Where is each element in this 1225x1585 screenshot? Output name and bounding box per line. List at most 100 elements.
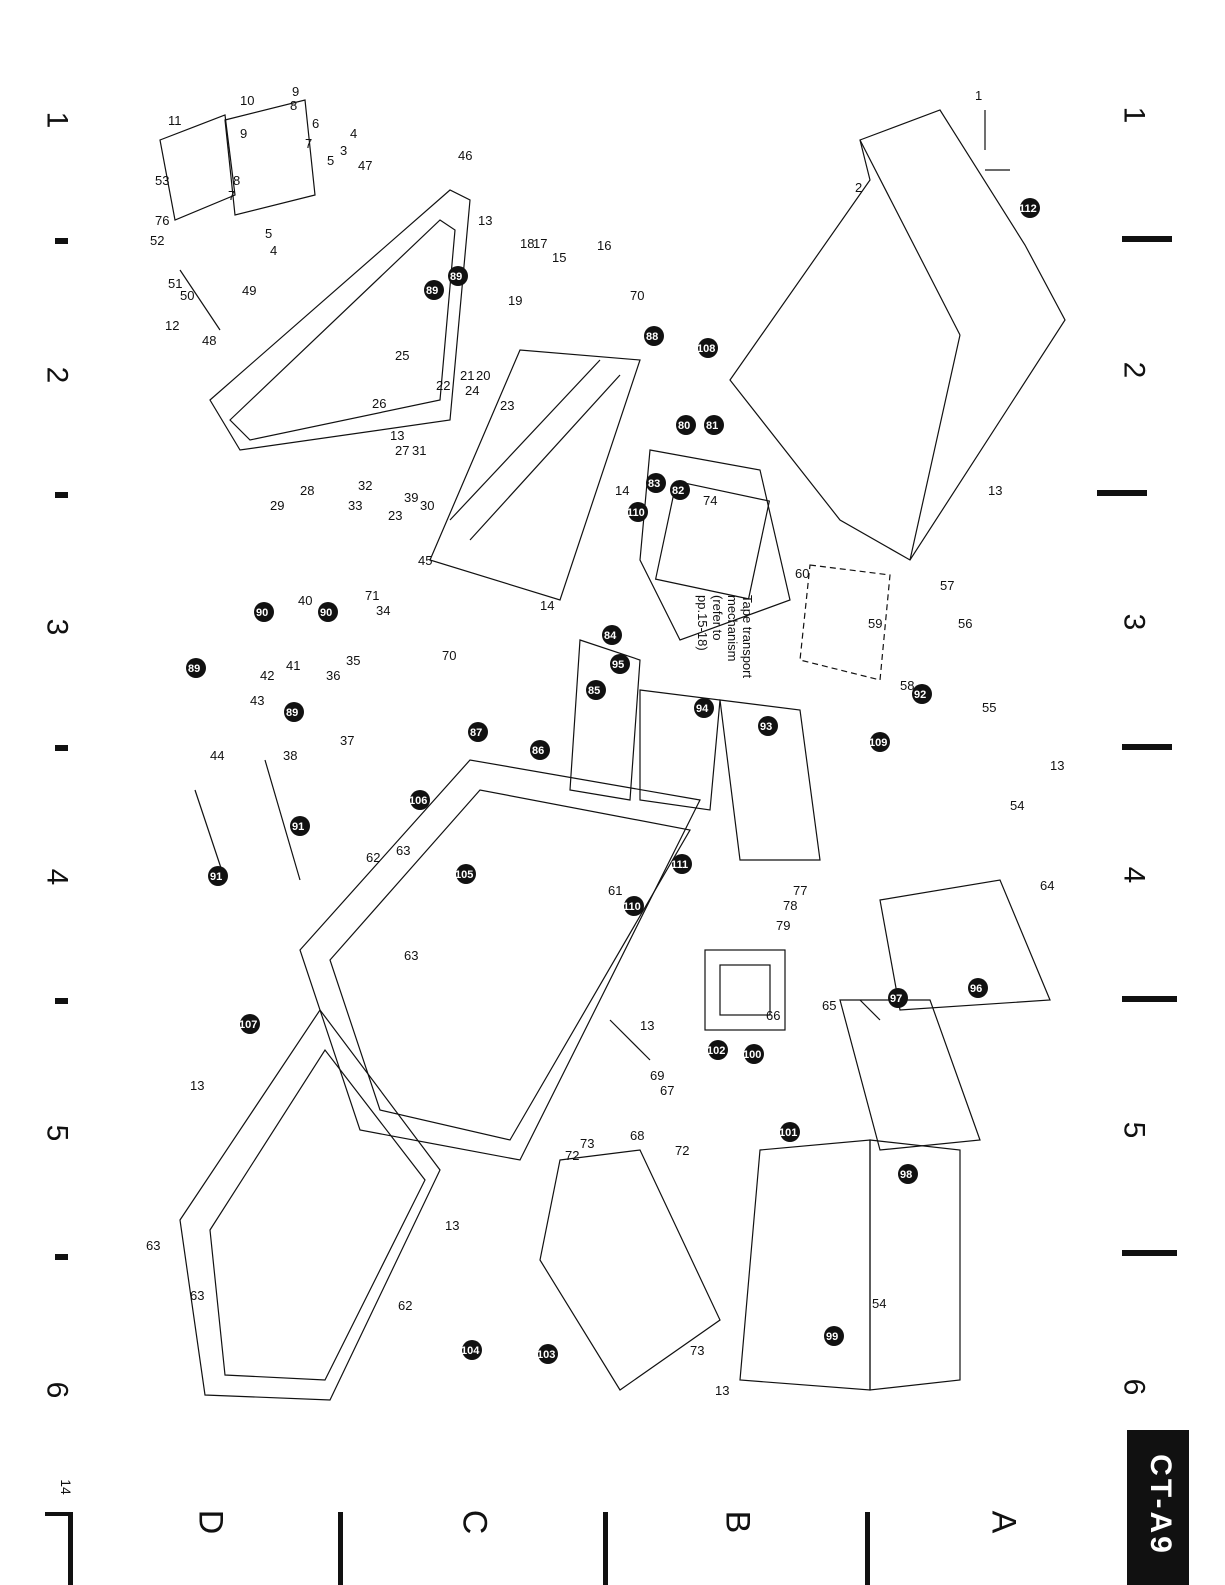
label-69: 69 — [650, 1068, 664, 1083]
label-31: 31 — [412, 443, 426, 458]
svg-text:84: 84 — [604, 630, 617, 642]
callout-98: 98 — [898, 1164, 918, 1184]
svg-text:85: 85 — [588, 685, 600, 697]
label-25: 25 — [395, 348, 409, 363]
svg-text:110: 110 — [627, 507, 645, 519]
callout-95: 95 — [610, 654, 630, 674]
callout-89b: 89 — [424, 280, 444, 300]
callout-96: 96 — [968, 978, 988, 998]
label-26: 26 — [372, 396, 386, 411]
callout-89d: 89 — [284, 702, 304, 722]
callout-105: 105 — [455, 864, 476, 884]
label-21: 21 — [460, 368, 474, 383]
label-7a: 7 — [305, 136, 312, 151]
svg-text:99: 99 — [826, 1331, 838, 1343]
label-77: 77 — [793, 883, 807, 898]
label-4a: 4 — [350, 126, 357, 141]
part-number-labels: 1 2 3 4 4 5 5 6 7 7 8 8 9 9 10 11 12 13 … — [146, 84, 1064, 1398]
callout-91b: 91 — [208, 866, 228, 886]
callout-109: 109 — [869, 732, 890, 752]
label-24: 24 — [465, 383, 479, 398]
label-51: 51 — [168, 276, 182, 291]
label-13b: 13 — [988, 483, 1002, 498]
tape-mechanism-body — [654, 480, 771, 600]
label-61: 61 — [608, 883, 622, 898]
front-panel-outline — [209, 189, 471, 451]
svg-text:105: 105 — [455, 869, 473, 881]
part-outlines — [159, 99, 1066, 1401]
main-chassis-inner — [329, 789, 691, 1141]
label-62b: 62 — [398, 1298, 412, 1313]
label-62a: 62 — [366, 850, 380, 865]
label-13a: 13 — [478, 213, 492, 228]
label-13h: 13 — [715, 1383, 729, 1398]
top-cover-outline — [729, 109, 1066, 561]
tick-left-2 — [55, 492, 68, 498]
label-2: 2 — [855, 180, 862, 195]
label-12: 12 — [165, 318, 179, 333]
board-99-outline — [739, 1139, 871, 1391]
svg-text:89: 89 — [426, 285, 438, 297]
label-14a: 14 — [615, 483, 629, 498]
tick-left-5 — [55, 1254, 68, 1260]
label-23a: 23 — [500, 398, 514, 413]
label-38: 38 — [283, 748, 297, 763]
svg-text:107: 107 — [239, 1019, 257, 1031]
label-46: 46 — [458, 148, 472, 163]
tick-bottom-1 — [338, 1512, 343, 1585]
label-63b: 63 — [404, 948, 418, 963]
label-19: 19 — [508, 293, 522, 308]
svg-text:98: 98 — [900, 1169, 912, 1181]
svg-text:103: 103 — [537, 1349, 555, 1361]
callout-103: 103 — [537, 1344, 558, 1364]
label-50: 50 — [180, 288, 194, 303]
model-tab: CT-A9 — [1127, 1430, 1189, 1585]
label-53: 53 — [155, 173, 169, 188]
callout-94: 94 — [694, 698, 714, 718]
svg-text:104: 104 — [461, 1345, 480, 1357]
label-54b: 54 — [872, 1296, 886, 1311]
label-43: 43 — [250, 693, 264, 708]
label-27: 27 — [395, 443, 409, 458]
callout-92: 92 — [912, 684, 932, 704]
label-13f: 13 — [190, 1078, 204, 1093]
label-9b: 9 — [240, 126, 247, 141]
label-23b: 23 — [388, 508, 402, 523]
callout-101: 101 — [779, 1122, 800, 1142]
label-71: 71 — [365, 588, 379, 603]
label-35: 35 — [346, 653, 360, 668]
svg-text:110: 110 — [623, 901, 641, 913]
svg-text:93: 93 — [760, 721, 772, 733]
svg-text:87: 87 — [470, 727, 482, 739]
callout-89a: 89 — [448, 266, 468, 286]
svg-text:83: 83 — [648, 478, 660, 490]
label-60: 60 — [795, 566, 809, 581]
label-34: 34 — [376, 603, 390, 618]
label-30: 30 — [420, 498, 434, 513]
svg-text:82: 82 — [672, 485, 684, 497]
tick-left-4 — [55, 998, 68, 1004]
svg-text:101: 101 — [779, 1127, 797, 1139]
top-cover-fold — [859, 139, 961, 336]
svg-text:106: 106 — [409, 795, 427, 807]
front-panel-inner — [229, 219, 456, 441]
callout-104: 104 — [461, 1340, 482, 1360]
label-68: 68 — [630, 1128, 644, 1143]
board-95-outline — [569, 639, 641, 801]
svg-text:96: 96 — [970, 983, 982, 995]
svg-text:89: 89 — [188, 663, 200, 675]
label-65: 65 — [822, 998, 836, 1013]
svg-text:89: 89 — [286, 707, 298, 719]
callout-112: 112 — [1019, 198, 1040, 218]
label-72b: 72 — [565, 1148, 579, 1163]
callout-80: 80 — [676, 415, 696, 435]
shaft-12 — [179, 269, 221, 331]
label-17: 17 — [533, 236, 547, 251]
svg-text:109: 109 — [869, 737, 887, 749]
label-45: 45 — [418, 553, 432, 568]
front-chassis-outline — [429, 349, 641, 601]
label-6: 6 — [312, 116, 319, 131]
transformer-outline — [704, 949, 786, 1031]
